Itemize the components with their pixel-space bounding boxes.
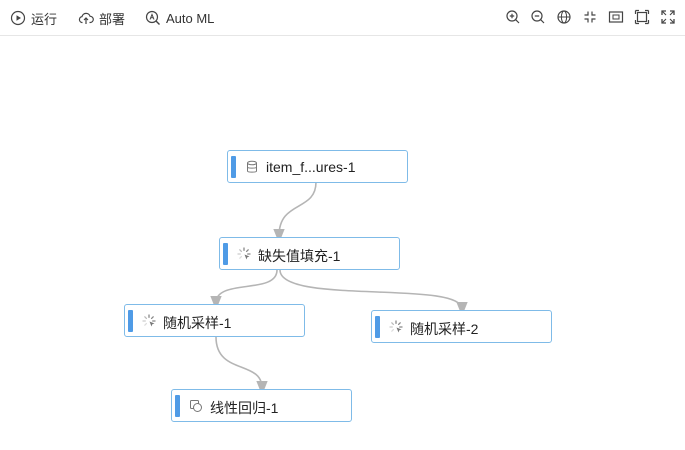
node-label: 缺失值填充-1 (258, 248, 341, 264)
loading-icon (142, 314, 156, 328)
fit-view-icon[interactable] (634, 9, 650, 25)
node-label: 线性回归-1 (210, 400, 279, 416)
loading-icon (237, 247, 251, 261)
node-status-bar (223, 243, 228, 265)
node-status-bar (128, 310, 133, 332)
automl-icon (145, 10, 160, 25)
edge-n1-n2 (273, 181, 317, 244)
run-button[interactable]: 运行 (10, 8, 57, 28)
edge-n2-n3 (210, 269, 278, 311)
model-icon (189, 399, 203, 413)
loading-icon (389, 320, 403, 334)
globe-icon[interactable] (556, 9, 572, 25)
node-label: item_f...ures-1 (266, 159, 356, 175)
deploy-label: 部署 (99, 11, 126, 27)
collapse-icon[interactable] (582, 9, 598, 25)
dag-node-item-features[interactable]: item_f...ures-1 (227, 150, 408, 183)
play-icon (10, 10, 26, 26)
dag-node-linear-regression[interactable]: 线性回归-1 (171, 389, 352, 422)
database-icon (245, 160, 259, 174)
deploy-button[interactable]: 部署 (78, 8, 125, 28)
node-status-bar (375, 316, 380, 338)
automl-button[interactable]: Auto ML (145, 8, 214, 28)
minimap-icon[interactable] (608, 9, 624, 25)
node-label: 随机采样-2 (410, 321, 479, 337)
edge-n3-n5 (215, 336, 268, 396)
canvas-toolbar: 运行 部署 Auto ML (0, 0, 685, 36)
zoom-out-icon[interactable] (530, 9, 546, 25)
node-status-bar (231, 156, 236, 178)
zoom-in-icon[interactable] (505, 9, 521, 25)
fullscreen-icon[interactable] (660, 9, 676, 25)
node-status-bar (175, 395, 180, 417)
cloud-upload-icon (78, 12, 94, 24)
dag-node-random-sample-2[interactable]: 随机采样-2 (371, 310, 552, 343)
edge-n2-n4 (279, 269, 468, 317)
automl-label: Auto ML (166, 10, 215, 26)
dag-node-missing-value-fill[interactable]: 缺失值填充-1 (219, 237, 400, 270)
dag-node-random-sample-1[interactable]: 随机采样-1 (124, 304, 305, 337)
node-label: 随机采样-1 (163, 315, 232, 331)
run-label: 运行 (31, 11, 58, 27)
